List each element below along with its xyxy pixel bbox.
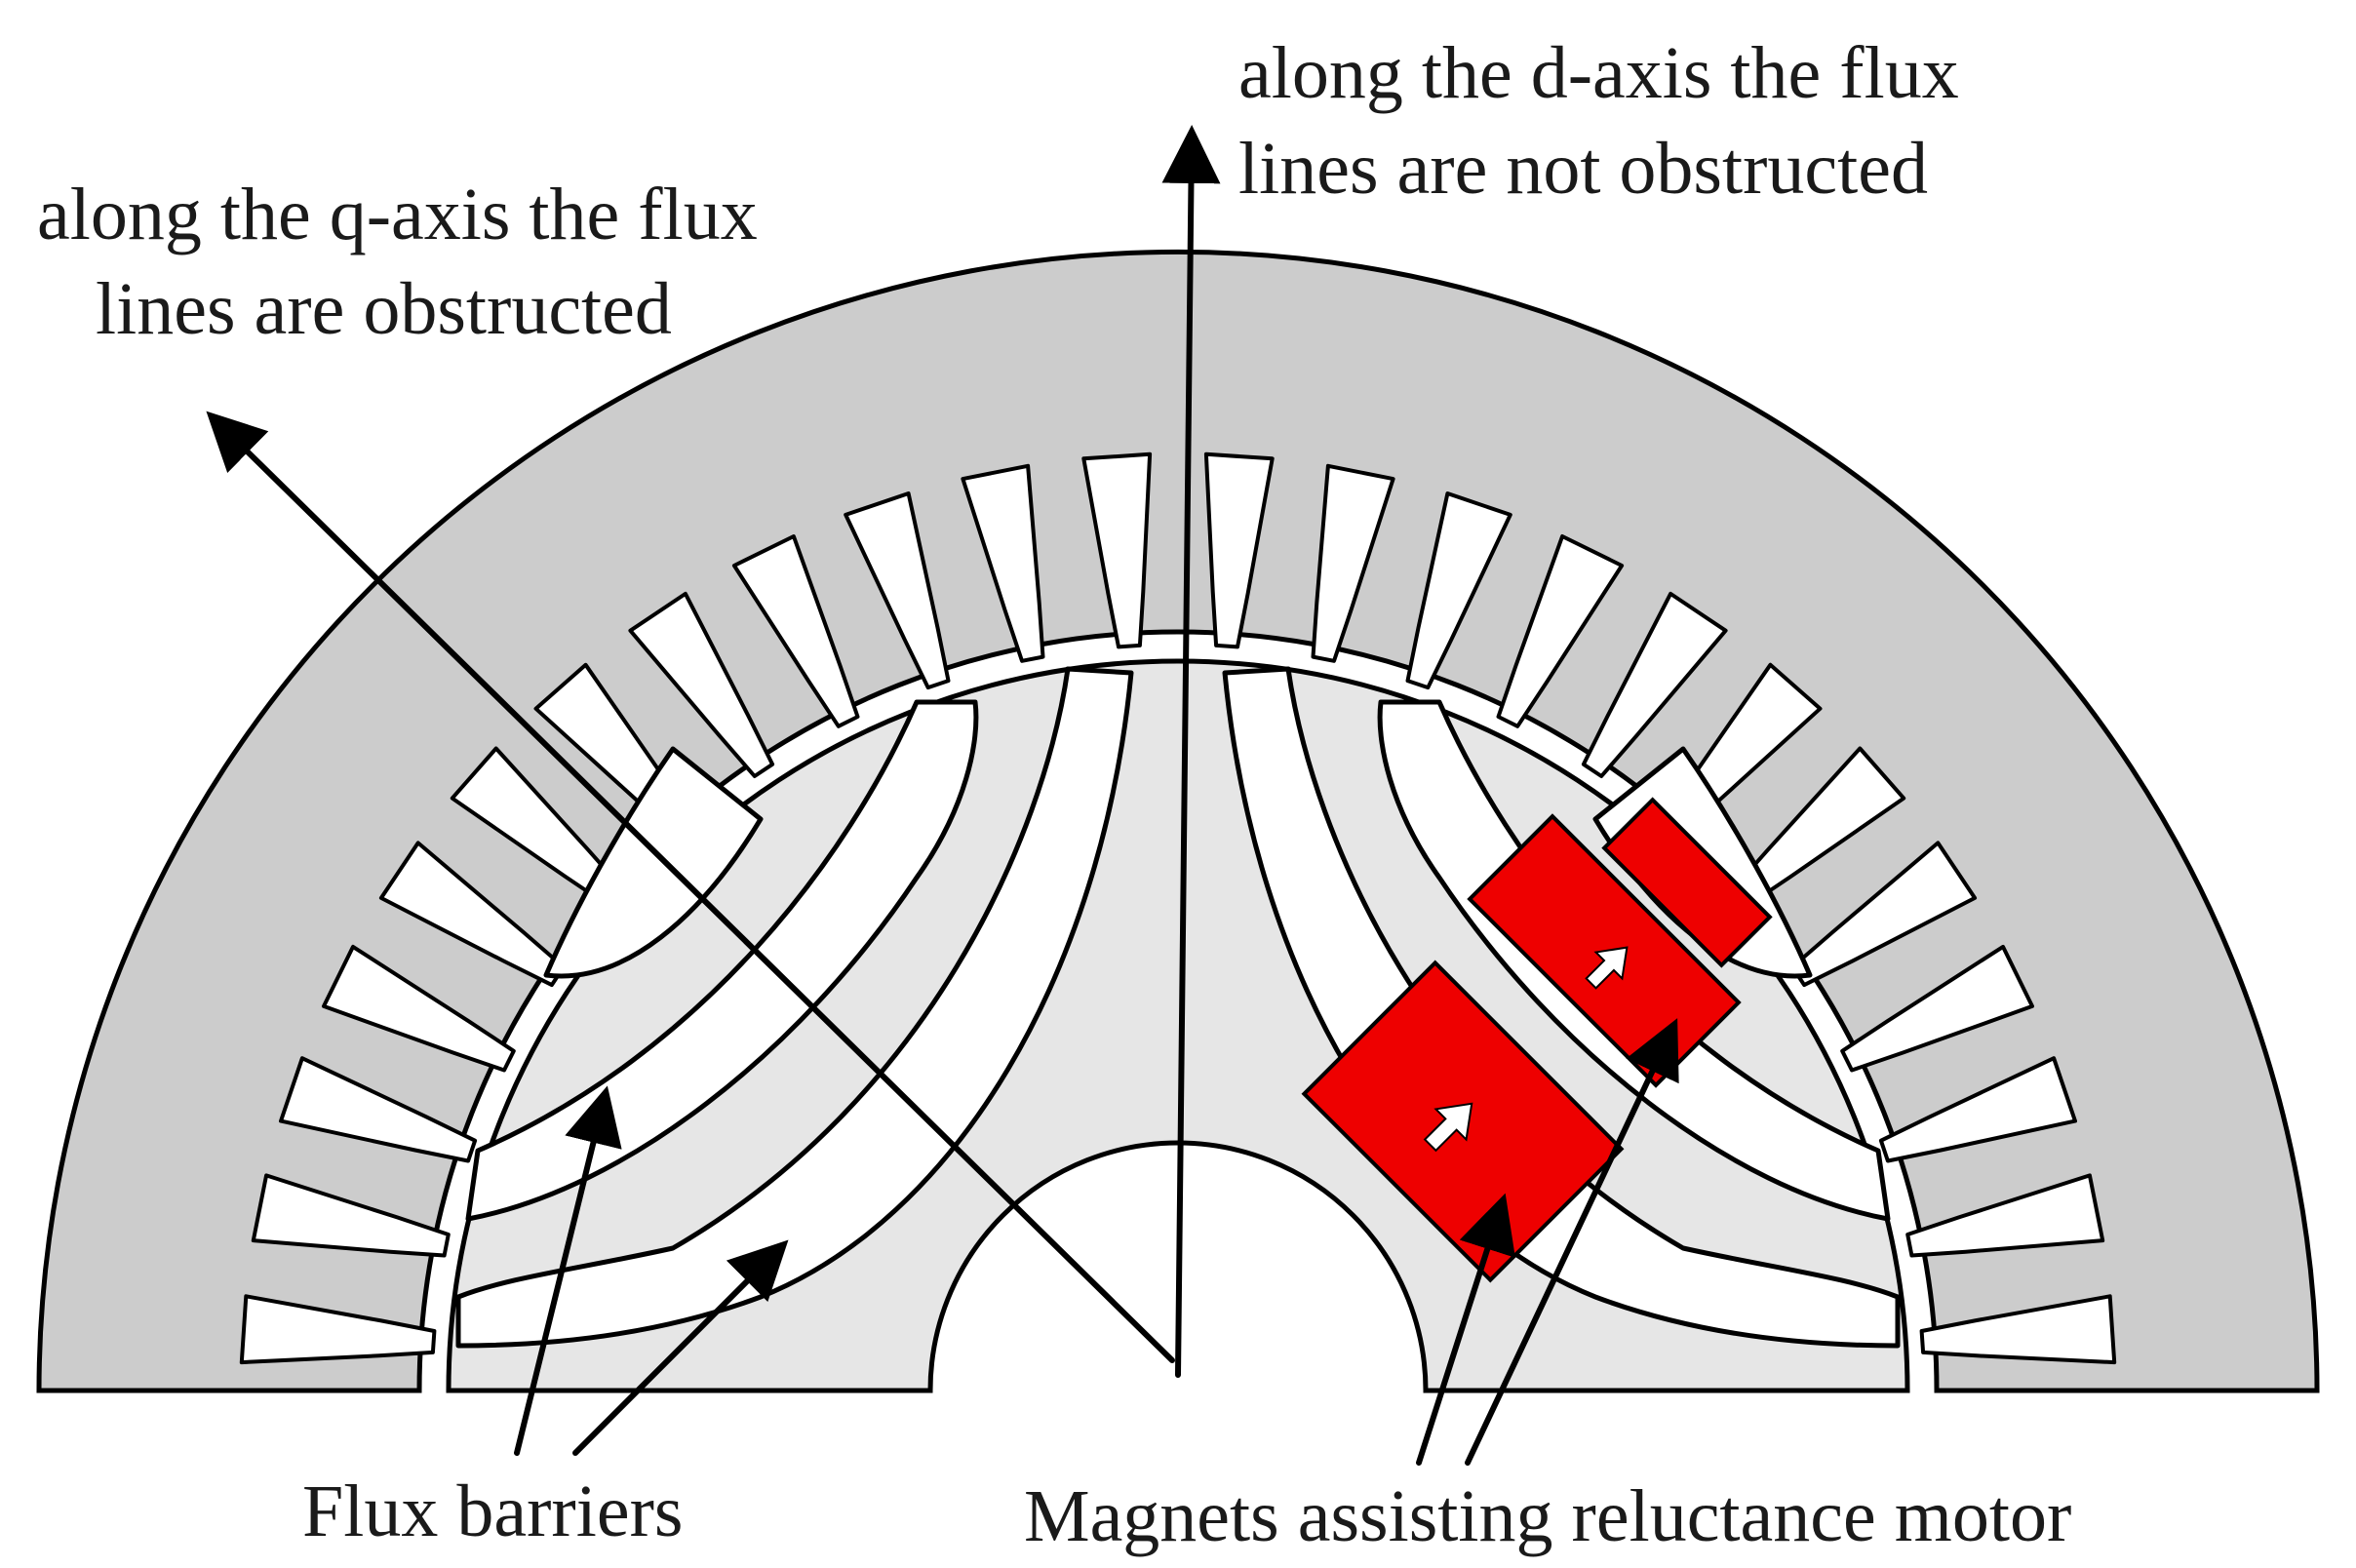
magnet-pointer — [1416, 1193, 1515, 1466]
stator-slot — [322, 944, 516, 1073]
stator-slot — [1311, 463, 1395, 663]
stator-slot — [1081, 451, 1153, 649]
stator-slot — [1581, 591, 1728, 778]
d-axis-label-line1: along the d-axis the flux — [1238, 32, 1959, 114]
stator-slot — [1919, 1294, 2117, 1365]
flux-barrier-pointer — [572, 1239, 789, 1456]
stator-slot — [239, 1294, 437, 1365]
permanent-magnets — [1301, 797, 1773, 1283]
magnet-small — [1601, 797, 1773, 968]
flux-barriers-label: Flux barriers — [302, 1470, 683, 1552]
stator-slot — [628, 591, 775, 778]
d-axis-label-line2: lines are not obstructed — [1238, 128, 1928, 210]
stator-slot — [1878, 1056, 2077, 1163]
stator-slot — [1203, 451, 1275, 649]
magnetization-arrow-icon — [1585, 946, 1629, 990]
stator-slot — [961, 463, 1045, 663]
stator-slot — [1405, 491, 1512, 690]
flux-barrier-pointer — [514, 1085, 622, 1456]
d-axis-arrow — [1161, 125, 1221, 1378]
magnet-pointer — [1465, 1018, 1679, 1466]
stator-slot — [279, 1056, 478, 1163]
stator-slot — [844, 491, 951, 690]
stator-slot — [1790, 841, 1978, 988]
magnets-label: Magnets assisting reluctance motor — [1024, 1475, 2071, 1557]
magnetization-arrow-icon — [1423, 1102, 1473, 1153]
q-axis-arrow — [206, 411, 1175, 1363]
flux-barrier-left-3 — [455, 666, 1134, 1349]
stator-slot — [731, 534, 860, 728]
stator-slot — [1496, 534, 1625, 728]
stator-slot — [1905, 1173, 2105, 1258]
stator-slot — [251, 1173, 451, 1258]
q-axis-label-line2: lines are obstructed — [96, 268, 672, 350]
stator-slot — [1840, 944, 2034, 1073]
stator-slots — [239, 451, 2117, 1365]
q-axis-label-line1: along the q-axis the flux — [37, 174, 758, 255]
